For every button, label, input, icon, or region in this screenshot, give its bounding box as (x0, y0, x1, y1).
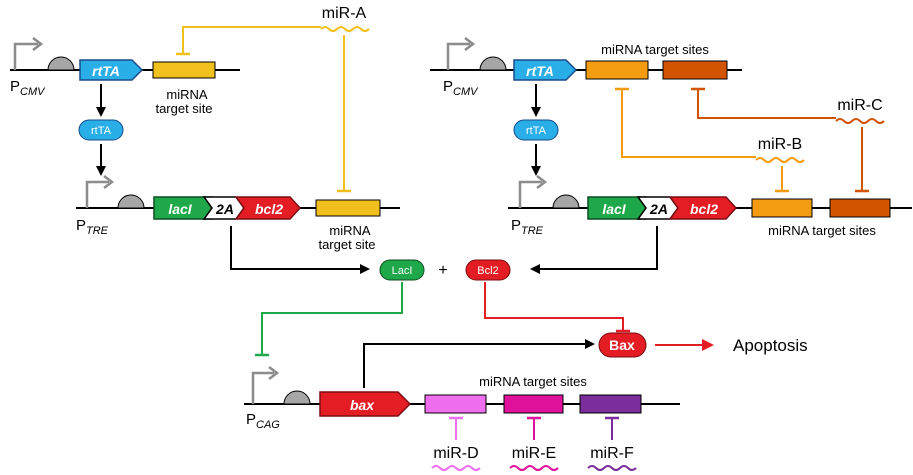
promoter-icon (85, 180, 109, 208)
promoter-icon (518, 180, 542, 208)
promoter-cag: CAG (256, 419, 280, 431)
protein-hub: LacI + Bcl2 (255, 259, 630, 357)
bcl2-gene-block (234, 196, 302, 220)
promoter-arrowhead (32, 37, 44, 51)
bcl2-protein-label: Bcl2 (477, 265, 498, 277)
bax-gene-block (319, 391, 412, 417)
apoptosis-label: Apoptosis (733, 336, 808, 355)
bcl2-gene-label: bcl2 (690, 201, 718, 217)
rtTA-gene-label: rtTA (92, 63, 120, 79)
promoter-p: P (246, 411, 256, 428)
ribosome-binding-site-icon (283, 390, 311, 405)
mirna-target-site-E (503, 394, 564, 414)
ribosome-binding-site-icon (479, 56, 507, 71)
promoter-p: P (10, 78, 20, 95)
mirna-target-site-label-l2: target site (155, 101, 212, 116)
bottom-circuit: bax miRNA target sites PCAG Bax Apoptosi… (244, 332, 808, 471)
ribosome-binding-site-icon (47, 56, 75, 71)
promoter-icon (446, 42, 470, 70)
miR-F-label: miR-F (590, 445, 634, 462)
promoter-p: P (511, 217, 521, 234)
mirna-target-site-B-1 (585, 60, 649, 80)
bcl2-inhibition-line (484, 282, 624, 330)
miR-C-wave (835, 118, 885, 124)
bcl2-gene-block (668, 196, 738, 220)
miR-C-label: miR-C (837, 97, 882, 114)
right-circuit: miRNA target sites rtTA PCMV rtTA lacI 2… (430, 37, 912, 274)
promoter-cmv: CMV (20, 86, 46, 98)
mirna-target-site-C-1 (662, 60, 728, 80)
rtTA-protein-label: rtTA (91, 125, 112, 137)
mirna-target-site-A-2 (315, 199, 381, 217)
promoter-label-tre: PTRE (76, 217, 109, 237)
mirna-target-site-label-l1: miRNA (166, 87, 207, 102)
lacI-gene-label: lacI (602, 201, 626, 217)
promoter-tre: TRE (521, 225, 544, 237)
miR-A-wave (320, 26, 370, 32)
bcl2-gene-label: bcl2 (255, 201, 283, 217)
mirna-target-site-B-2 (751, 198, 813, 218)
rtTA-protein-label: rtTA (526, 125, 547, 137)
bax-expression-arrow (363, 339, 595, 388)
lacI-protein-label: LacI (392, 265, 413, 277)
mirna-target-sites-label-mid: miRNA target sites (768, 223, 876, 238)
miR-C-inhibition-1 (697, 90, 836, 119)
ribosome-binding-site-icon (552, 194, 580, 209)
mirna-target-site-label-l1: miRNA (329, 223, 370, 238)
2A-label: 2A (649, 201, 668, 217)
mirna-target-site-F (579, 394, 642, 414)
rtTA-gene-label: rtTA (526, 63, 554, 79)
promoter-icon (13, 42, 38, 70)
miR-A-inhibition-1 (182, 26, 321, 53)
miR-D-wave (431, 465, 481, 471)
mirna-target-sites-label-top: miRNA target sites (601, 42, 709, 57)
plus-sign: + (438, 262, 447, 279)
promoter-tre: TRE (86, 225, 109, 237)
bax-protein (598, 332, 647, 358)
promoter-label-cag: PCAG (246, 411, 280, 431)
promoter-label-cmv: PCMV (10, 78, 46, 98)
miR-E-label: miR-E (512, 445, 556, 462)
left-circuit: rtTA miRNA target site PCMV rtTA lacI 2A… (10, 5, 400, 274)
mirna-target-site-D (424, 394, 487, 414)
rtTA-gene-block (79, 59, 144, 81)
miR-E-wave (509, 465, 559, 471)
promoter-label-tre: PTRE (511, 217, 544, 237)
promoter-arrowhead (464, 37, 476, 51)
lacI-repression-line (261, 282, 403, 354)
rtTA-protein (78, 119, 124, 141)
lacI-protein (379, 259, 425, 281)
promoter-p: P (443, 78, 453, 95)
lacI-output-arrow (230, 226, 370, 274)
bax-protein-label: Bax (609, 337, 635, 353)
miR-B-inhibition-1 (621, 90, 756, 158)
promoter-icon (251, 371, 274, 404)
mirna-target-site-A-1 (152, 61, 216, 79)
bcl2-output-arrow (530, 226, 658, 274)
mirna-target-sites-label-bottom: miRNA target sites (479, 374, 587, 389)
mirna-target-site-label-l2: target site (318, 237, 375, 252)
miR-D-label: miR-D (433, 445, 478, 462)
promoter-label-cmv: PCMV (443, 78, 479, 98)
promoter-cmv: CMV (453, 86, 479, 98)
2A-label: 2A (215, 201, 234, 217)
lacI-gene-label: lacI (168, 201, 192, 217)
promoter-arrowhead (536, 175, 548, 189)
promoter-arrowhead (268, 366, 280, 380)
promoter-p: P (76, 217, 86, 234)
bax-gene-label: bax (350, 397, 375, 413)
promoter-arrowhead (103, 175, 115, 189)
bcl2-protein (465, 259, 511, 281)
rtTA-gene-block (513, 59, 578, 81)
miR-A-label: miR-A (322, 5, 367, 22)
miR-B-label: miR-B (758, 136, 802, 153)
miR-F-wave (587, 465, 637, 471)
ribosome-binding-site-icon (117, 194, 145, 209)
mirna-target-site-C-2 (829, 198, 891, 218)
miR-B-wave (755, 157, 805, 163)
rtTA-protein (513, 119, 559, 141)
